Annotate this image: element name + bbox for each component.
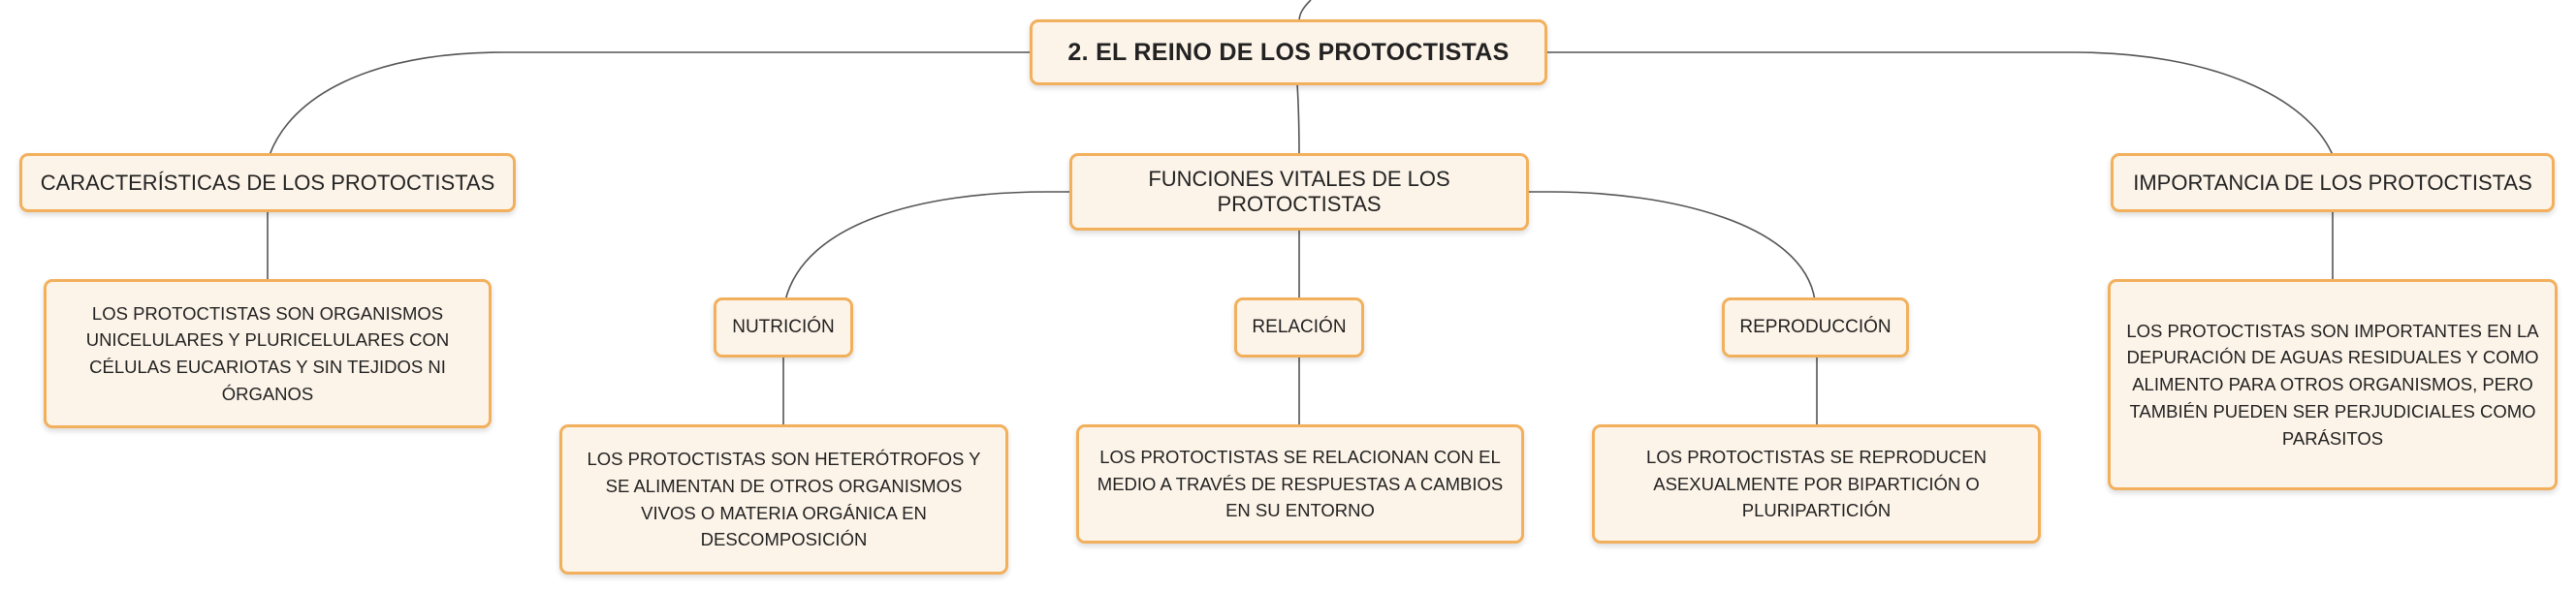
connector-root-characteristics xyxy=(269,51,1034,156)
connector-functions-reproduction xyxy=(1529,191,1816,301)
subtopic-nutrition[interactable]: NUTRICIÓN xyxy=(714,297,853,358)
connector-root-importance xyxy=(1547,51,2334,156)
subtopic-relation[interactable]: RELACIÓN xyxy=(1234,297,1364,358)
detail-nutrition-text: LOS PROTOCTISTAS SON HETERÓTROFOS Y SE A… xyxy=(587,449,981,550)
detail-relation[interactable]: LOS PROTOCTISTAS SE RELACIONAN CON EL ME… xyxy=(1076,424,1524,544)
subtopic-reproduction-label: REPRODUCCIÓN xyxy=(1739,317,1892,337)
subtopic-reproduction[interactable]: REPRODUCCIÓN xyxy=(1722,297,1909,358)
connector-functions-nutrition xyxy=(784,191,1070,301)
detail-relation-text: LOS PROTOCTISTAS SE RELACIONAN CON EL ME… xyxy=(1097,446,1504,521)
detail-reproduction-text: LOS PROTOCTISTAS SE REPRODUCEN ASEXUALME… xyxy=(1646,446,1987,521)
connector-root-functions xyxy=(1296,82,1300,156)
detail-characteristics[interactable]: LOS PROTOCTISTAS SON ORGANISMOS UNICELUL… xyxy=(44,279,492,428)
topic-vital-functions-label: FUNCIONES VITALES DE LOS PROTOCTISTAS xyxy=(1148,167,1450,216)
topic-importance[interactable]: IMPORTANCIA DE LOS PROTOCTISTAS xyxy=(2111,153,2555,212)
subtopic-nutrition-label: NUTRICIÓN xyxy=(732,317,835,337)
subtopic-relation-label: RELACIÓN xyxy=(1252,317,1347,337)
detail-characteristics-text: LOS PROTOCTISTAS SON ORGANISMOS UNICELUL… xyxy=(85,302,450,404)
detail-importance-text: LOS PROTOCTISTAS SON IMPORTANTES EN LA D… xyxy=(2126,320,2539,449)
detail-nutrition[interactable]: LOS PROTOCTISTAS SON HETERÓTROFOS Y SE A… xyxy=(559,424,1008,575)
connector-to-parent xyxy=(1298,0,1312,22)
detail-importance[interactable]: LOS PROTOCTISTAS SON IMPORTANTES EN LA D… xyxy=(2108,279,2558,490)
detail-reproduction[interactable]: LOS PROTOCTISTAS SE REPRODUCEN ASEXUALME… xyxy=(1592,424,2041,544)
topic-characteristics-label: CARACTERÍSTICAS DE LOS PROTOCTISTAS xyxy=(40,170,495,195)
topic-characteristics[interactable]: CARACTERÍSTICAS DE LOS PROTOCTISTAS xyxy=(19,153,516,212)
topic-importance-label: IMPORTANCIA DE LOS PROTOCTISTAS xyxy=(2133,170,2532,195)
root-topic[interactable]: 2. EL REINO DE LOS PROTOCTISTAS xyxy=(1030,19,1547,85)
root-topic-label: 2. EL REINO DE LOS PROTOCTISTAS xyxy=(1067,38,1510,66)
topic-vital-functions[interactable]: FUNCIONES VITALES DE LOS PROTOCTISTAS xyxy=(1069,153,1529,231)
